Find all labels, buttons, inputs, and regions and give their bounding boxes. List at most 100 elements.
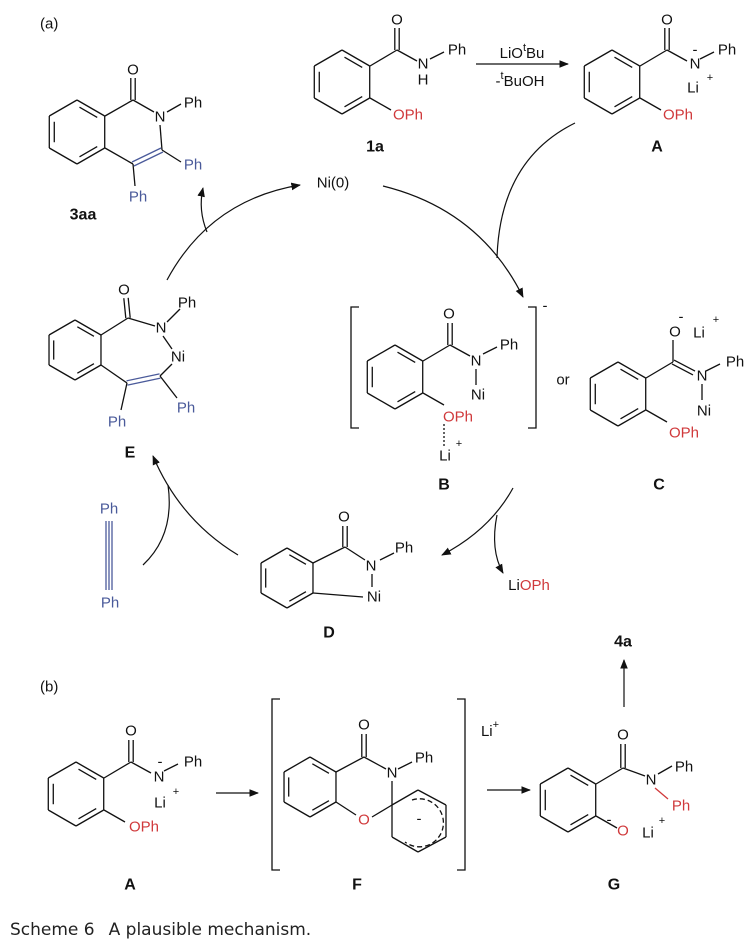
compound-d: O N Ph Ni D bbox=[323, 509, 413, 642]
atom-n: N bbox=[646, 772, 657, 789]
atom-ph: Ph bbox=[675, 759, 693, 776]
bond bbox=[639, 97, 662, 111]
atom-n: N bbox=[387, 765, 398, 782]
ring-bond bbox=[394, 344, 424, 362]
aromatic-inner-bond bbox=[79, 106, 98, 118]
delocalized-charge-arc bbox=[404, 798, 444, 848]
bond bbox=[396, 49, 418, 62]
ring-bond bbox=[617, 409, 647, 427]
atom-ph: Ph bbox=[184, 754, 202, 771]
bond bbox=[657, 765, 673, 775]
ring-bond bbox=[391, 789, 419, 806]
atom-ph: Ph bbox=[178, 295, 196, 312]
charge-plus: + bbox=[707, 72, 713, 84]
arrow-b-to-d bbox=[441, 487, 514, 556]
ring-bond bbox=[48, 99, 78, 117]
arrow-d-to-e bbox=[152, 455, 239, 556]
bond bbox=[132, 163, 136, 187]
bond bbox=[371, 804, 393, 818]
charge-plus: + bbox=[659, 815, 665, 827]
aromatic-inner-bond bbox=[397, 391, 416, 403]
bond bbox=[132, 99, 155, 113]
bond bbox=[699, 51, 715, 60]
ring-bond bbox=[74, 319, 102, 336]
atom-o: O bbox=[669, 324, 681, 341]
compound-a-top: O - N Ph Li + OPh A bbox=[651, 12, 736, 156]
atom-n: N bbox=[156, 320, 167, 337]
ring-bond bbox=[74, 364, 102, 381]
panel-label-a: (a) bbox=[40, 16, 58, 33]
bond bbox=[482, 346, 498, 355]
aromatic-inner-bond bbox=[344, 96, 363, 108]
label-d: D bbox=[323, 625, 335, 642]
atom-li: Li bbox=[439, 448, 451, 465]
bond bbox=[312, 592, 364, 598]
bond bbox=[335, 756, 365, 773]
ring-bond bbox=[75, 809, 105, 827]
compound-a-bottom: O - N Ph Li + OPh A bbox=[124, 723, 202, 894]
atom-oph: OPh bbox=[669, 425, 699, 442]
atom-o: O bbox=[338, 509, 350, 526]
ring-bond bbox=[611, 49, 641, 67]
atom-o: O bbox=[125, 723, 137, 740]
ring-bond bbox=[539, 767, 569, 785]
aromatic-inner-bond bbox=[289, 554, 307, 565]
atom-o: O bbox=[358, 717, 370, 734]
bond bbox=[369, 97, 392, 111]
atom-o: O bbox=[617, 727, 629, 744]
ring-bond bbox=[48, 319, 76, 336]
or-text: or bbox=[556, 372, 569, 389]
bond bbox=[166, 308, 181, 323]
compound-g: O N Ph Ph O - Li + G bbox=[607, 727, 694, 894]
bond bbox=[645, 409, 668, 423]
aromatic-inner-bond bbox=[397, 351, 416, 363]
ring-bond bbox=[539, 815, 569, 833]
label-c: C bbox=[653, 477, 665, 494]
aromatic-inner-bond bbox=[312, 800, 330, 811]
charge-plus: + bbox=[713, 314, 719, 326]
label-g: G bbox=[608, 877, 620, 894]
atom-n: N bbox=[697, 368, 708, 385]
atom-oph: OPh bbox=[393, 107, 423, 124]
ring-bond bbox=[341, 97, 371, 115]
reagent-below: -tBuOH bbox=[496, 70, 545, 90]
charge-minus: - bbox=[679, 309, 684, 326]
ring-bond bbox=[313, 97, 343, 115]
atom-o: O bbox=[661, 12, 673, 29]
ring-bond bbox=[47, 761, 77, 779]
label-a: A bbox=[651, 139, 663, 156]
ring-bond bbox=[589, 361, 619, 379]
bond bbox=[127, 317, 156, 327]
atom-oph: OPh bbox=[663, 107, 693, 124]
bracket bbox=[350, 306, 359, 429]
arrow-a-into-cycle bbox=[496, 122, 576, 259]
label-f: F bbox=[352, 877, 362, 894]
bond bbox=[363, 756, 387, 770]
double-bond bbox=[131, 147, 162, 163]
arrow-layer bbox=[142, 60, 628, 797]
compound-3aa: O N Ph Ph Ph 3aa bbox=[70, 62, 203, 224]
compound-f: O N Ph O - Li+ F bbox=[352, 717, 499, 894]
ring-bond bbox=[313, 49, 343, 67]
ring-bond bbox=[76, 147, 106, 165]
bond bbox=[705, 363, 721, 372]
ring-bond bbox=[76, 99, 106, 117]
charge-minus: - bbox=[543, 298, 548, 315]
bond bbox=[163, 763, 179, 772]
double-bond bbox=[673, 359, 696, 372]
bond bbox=[100, 364, 128, 384]
compound-e: O N Ph Ni Ph Ph E bbox=[108, 282, 196, 462]
ring-bond bbox=[286, 592, 314, 609]
bond bbox=[159, 124, 163, 151]
bond bbox=[130, 761, 152, 774]
label-1a: 1a bbox=[366, 139, 384, 156]
ring-bond bbox=[47, 809, 77, 827]
atom-o-red: O bbox=[358, 812, 370, 829]
diphenylacetylene: Ph Ph bbox=[100, 501, 119, 612]
catalyst-ni0: Ni(0) bbox=[317, 175, 350, 192]
atom-li: Li bbox=[642, 825, 654, 842]
aromatic-inner-bond bbox=[78, 808, 97, 820]
bond bbox=[397, 761, 413, 770]
aromatic-inner-bond bbox=[570, 814, 589, 826]
